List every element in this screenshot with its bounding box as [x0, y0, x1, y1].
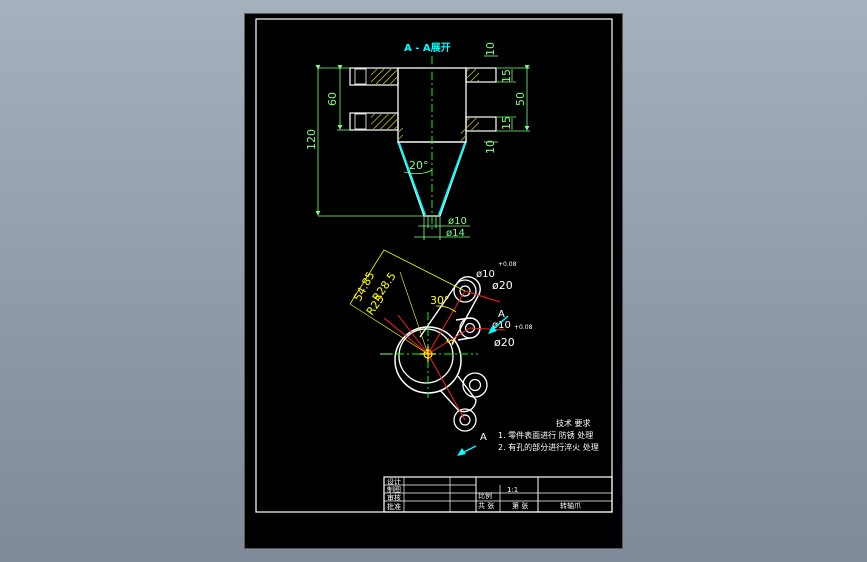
dim-50: 50 [514, 92, 527, 106]
tech-req-item-1: 1. 零件表面进行 防锈 处理 [498, 430, 593, 440]
plan-view: 54.85 R28.5 R23 30° 5 ø10 +0.08 ø20 ø10 … [349, 249, 533, 456]
upper-arm-outline [419, 276, 481, 345]
right-ear-upper [465, 67, 497, 83]
left-hole-lower [354, 113, 367, 130]
boss-lower [453, 408, 477, 432]
title-block: 设计 制图 审核 批准 比例 1:1 共 张 第 张 转轴爪 [383, 476, 613, 513]
part-name: 转轴爪 [560, 501, 581, 510]
sheet-no-label: 第 张 [512, 501, 528, 510]
construction-line-2 [427, 327, 471, 355]
boss-middle [459, 317, 481, 339]
dim-line-54-85 [383, 249, 466, 292]
dim-60: 60 [326, 92, 339, 106]
construction-line-5 [383, 317, 429, 355]
construction-line-1 [427, 290, 466, 355]
left-hatch-upper [371, 69, 397, 84]
hole-upper [459, 285, 471, 297]
hole-right [468, 378, 482, 392]
dim-center-offset: 5 [445, 336, 458, 347]
boss-upper [453, 279, 477, 303]
dim-15-lower: 15 [500, 116, 513, 130]
section-mark-upper: A [498, 309, 505, 320]
boss-right [462, 372, 488, 398]
taper-edge-left [398, 142, 426, 216]
tech-req-item-2: 2. 有孔的部分进行淬火 处理 [498, 442, 599, 452]
hub-inner [398, 328, 454, 384]
dim-boss-lower: ø20 [494, 336, 515, 349]
left-ear-upper [349, 67, 399, 86]
construction-line-3 [427, 353, 466, 421]
dim-bore-10: ø10 [448, 216, 467, 227]
sheets-total-label: 共 张 [478, 501, 494, 510]
angle-arc-20 [403, 169, 433, 174]
dim-10-top: 10 [484, 42, 497, 56]
scale-label: 比例 [478, 491, 492, 500]
right-hatch-upper [467, 69, 479, 81]
left-hatch-lower [371, 114, 397, 129]
title-row-design: 设计 [387, 477, 401, 486]
construction-line-6 [464, 290, 501, 303]
taper-edge-right [438, 142, 466, 216]
dim-bore-14: ø14 [446, 228, 465, 239]
tech-req-heading: 技术 要求 [556, 418, 591, 428]
dim-hole-lower-tol: +0.08 [514, 324, 533, 331]
construction-line-4 [397, 314, 429, 355]
scale-value: 1:1 [507, 486, 518, 494]
title-row-review: 审核 [387, 493, 401, 502]
construction-line-7 [469, 327, 506, 331]
right-hatch-lower [467, 118, 479, 130]
left-ear-lower [349, 112, 399, 131]
dim-10-bottom: 10 [484, 140, 497, 154]
body-wall-hatch-left [399, 128, 403, 142]
right-ear-lower [465, 116, 497, 132]
dim-boss-upper: ø20 [492, 279, 513, 292]
technical-requirements: 技术 要求 1. 零件表面进行 防锈 处理 2. 有孔的部分进行淬火 处理 [498, 418, 599, 452]
left-hole-upper [354, 68, 367, 85]
dim-30-deg: 30° [430, 294, 450, 307]
dim-hole-upper: ø10 [476, 269, 495, 280]
dim-20-deg: 20° [409, 159, 429, 172]
title-row-draw: 制图 [387, 485, 401, 494]
dim-hole-upper-tol: +0.08 [498, 261, 517, 268]
angle-arc-30 [435, 305, 457, 313]
drawing-sheet [244, 13, 623, 549]
dim-hole-lower: ø10 [492, 320, 511, 331]
section-title: A - A展开 [404, 42, 451, 54]
dim-line-r28-5 [399, 271, 429, 355]
section-view: A - A展开 [305, 42, 530, 240]
body-wall-hatch-right [461, 128, 465, 142]
title-row-approve: 批准 [387, 502, 401, 511]
dim-15-upper: 15 [500, 69, 513, 83]
dim-120: 120 [305, 129, 318, 150]
hole-lower [459, 414, 471, 426]
section-mark-lower: A [480, 432, 487, 443]
